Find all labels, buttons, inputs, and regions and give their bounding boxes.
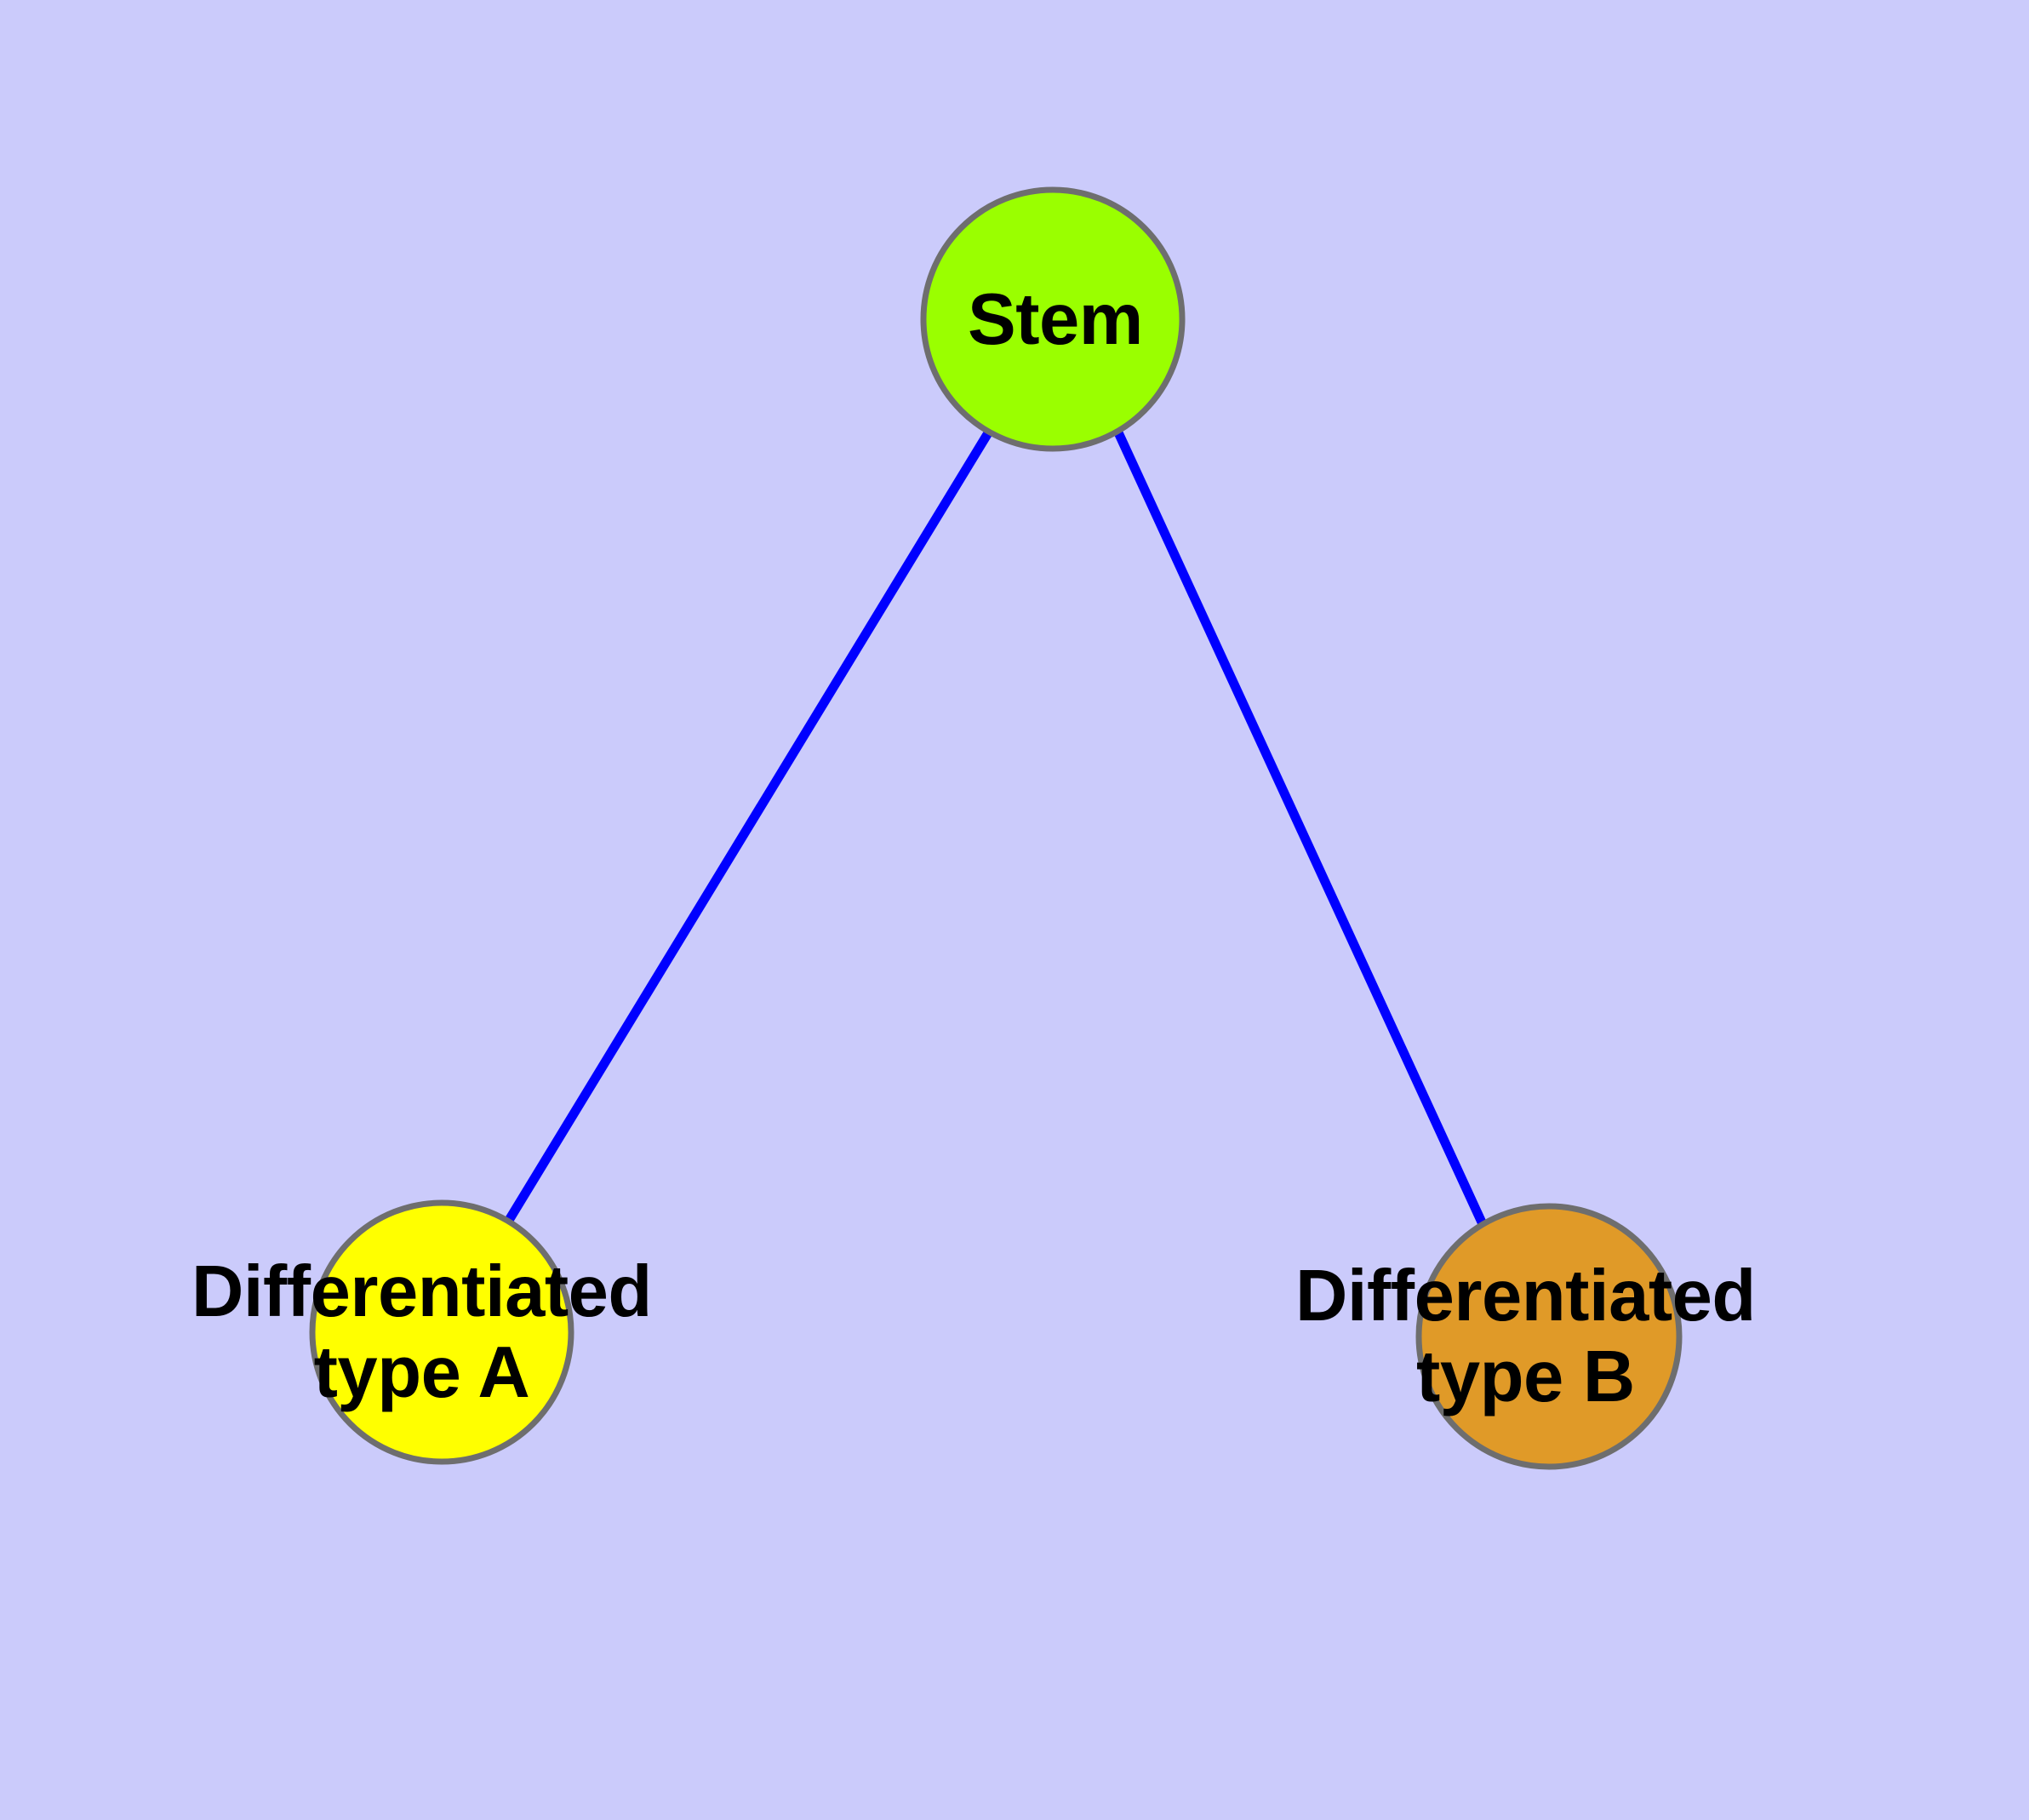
node-diff-type-a[interactable] <box>309 1199 574 1465</box>
node-stem[interactable] <box>920 186 1186 452</box>
node-diff-type-b[interactable] <box>1415 1203 1683 1470</box>
edges-group <box>504 428 1487 1227</box>
nodes-group <box>309 186 1683 1470</box>
edge-stem-to-type-b[interactable] <box>1113 428 1487 1227</box>
edge-stem-to-type-a[interactable] <box>504 429 993 1224</box>
